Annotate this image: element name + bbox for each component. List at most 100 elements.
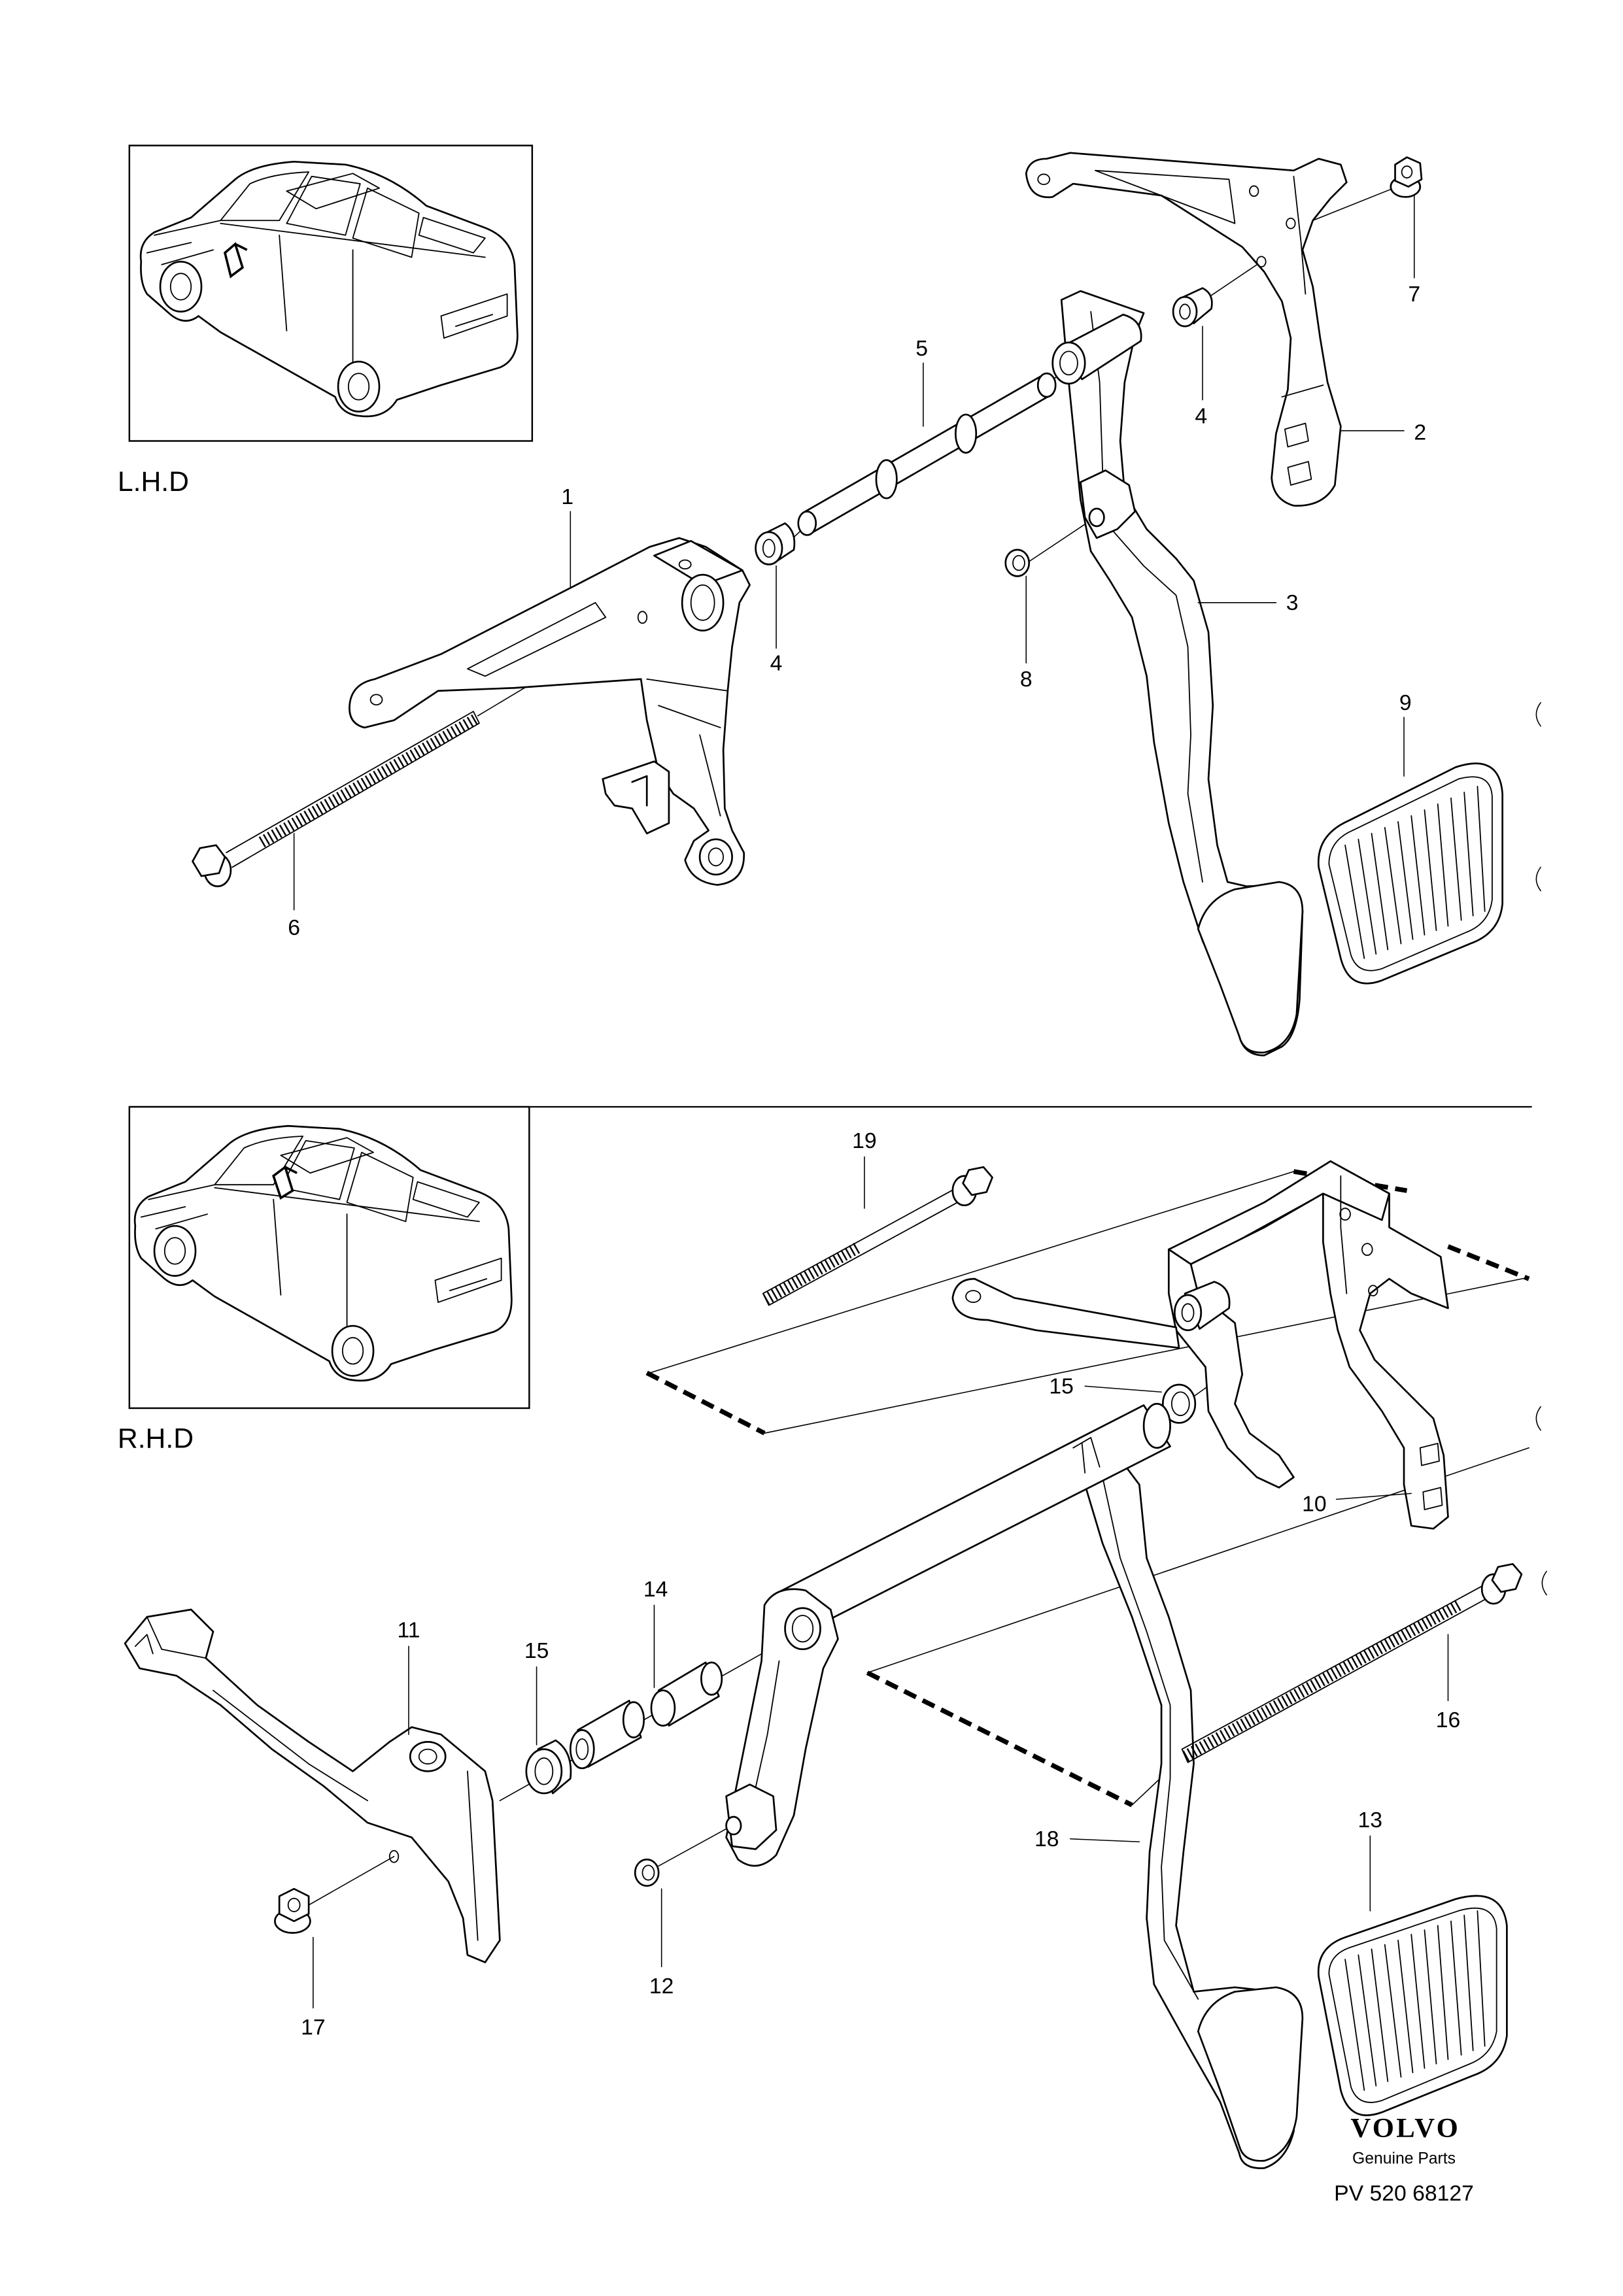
bracket-boss (409, 1741, 447, 1772)
bracket-hole (1368, 1285, 1378, 1296)
callout-4: 4 (1195, 404, 1207, 429)
bracket-pivot-end (1173, 1294, 1203, 1332)
callout-13: 13 (1358, 1808, 1383, 1832)
part-8-washer (1004, 549, 1031, 577)
bolt-shank (226, 711, 480, 868)
sleeve-bore (575, 1738, 589, 1761)
part-15-washer-lower (525, 1739, 572, 1795)
pad-ribs (1344, 1910, 1486, 2091)
bracket-lower-ring (698, 838, 733, 876)
shaft-collar (875, 459, 898, 499)
pedal-arm-flange (1102, 1476, 1199, 2000)
pad-outline (1317, 1895, 1508, 2116)
pad-outline (1317, 762, 1503, 985)
washer-inner (1170, 1391, 1190, 1417)
bracket-lower-bore (708, 847, 725, 867)
bushing-flange (755, 531, 783, 566)
nut-hole (1401, 165, 1413, 178)
callout-4: 4 (770, 650, 783, 675)
bracket-pivot-bore (1181, 1303, 1195, 1323)
part-1-bracket (349, 537, 751, 886)
bracket-edge (146, 1616, 479, 1941)
alignment-line (1312, 188, 1395, 222)
scan-mark (1535, 701, 1541, 727)
bushing-bore (762, 539, 776, 558)
sleeve-end (622, 1701, 645, 1738)
callout-1: 1 (561, 484, 573, 509)
part-12-nut (634, 1858, 660, 1887)
bracket-hole (637, 611, 648, 624)
leader-line (1335, 1493, 1412, 1500)
bracket-edge (1190, 1175, 1348, 1294)
scan-mark (1541, 1570, 1547, 1596)
bracket-bore (418, 1748, 437, 1764)
lever-boss (784, 1607, 821, 1651)
plane-dashed-edge (866, 1670, 1133, 1808)
callout-2: 2 (1414, 420, 1426, 445)
stud-pin (1088, 507, 1105, 528)
bracket-cutout (1095, 169, 1236, 224)
reference-planes (645, 1169, 1530, 1808)
leader-lines-lhd (293, 195, 1415, 911)
callout-6: 6 (288, 915, 300, 940)
nut-hex (278, 1887, 310, 1923)
callout-18: 18 (1034, 1827, 1059, 1851)
bracket-tube-bore (690, 584, 715, 621)
shaft-body (802, 375, 1054, 533)
lever-arm (725, 1588, 839, 1867)
bracket-hole (388, 1849, 400, 1863)
part-4-bushing-upper (1172, 287, 1213, 328)
pedal-arm-flange (1090, 311, 1203, 883)
plane-dashed-edge (645, 1370, 766, 1436)
shaft-end (1036, 372, 1057, 398)
callout-8: 8 (1020, 667, 1033, 692)
pivot-tube-end (1051, 341, 1086, 385)
shaft-end (797, 511, 817, 536)
shaft-collar (954, 413, 978, 454)
plane-line (649, 1171, 1295, 1374)
alignment-line (657, 1825, 733, 1868)
bracket-left-plate (1167, 1248, 1295, 1489)
stud-pin (725, 1815, 742, 1836)
bracket-right-plate (1322, 1160, 1449, 1530)
part-19-bolt (762, 1166, 993, 1306)
washer-outer (525, 1748, 563, 1795)
bolt-head (192, 844, 226, 877)
part-13-pedal-pad (1317, 1895, 1508, 2116)
bracket-tube-ring (681, 573, 725, 632)
bracket-hole (1249, 185, 1259, 197)
part-15-washer-upper (1161, 1383, 1197, 1424)
plane-dashed-edge (1447, 1244, 1530, 1281)
part-17-nut (274, 1887, 311, 1934)
part-2-bracket (1025, 152, 1348, 507)
sleeve-end (569, 1729, 595, 1770)
part-16-bolt (1181, 1562, 1523, 1763)
bracket-hole (1037, 173, 1051, 186)
lever-edge (752, 1660, 780, 1802)
bracket-slot (1419, 1443, 1443, 1511)
part-14-bushing (569, 1661, 723, 1770)
scan-edge-marks (1535, 701, 1547, 1596)
bracket-slot (1284, 422, 1312, 486)
washer-outer (1004, 549, 1031, 577)
bushing-bore (1179, 303, 1191, 320)
sleeve-end (700, 1661, 723, 1696)
lever-bore (791, 1615, 814, 1643)
nut-hex (1394, 156, 1423, 188)
washer-outer (1161, 1383, 1197, 1424)
tube-clip (1072, 1437, 1101, 1474)
scan-mark (1535, 866, 1541, 892)
callout-10: 10 (1302, 1491, 1327, 1516)
alignment-line (308, 1855, 395, 1906)
lhd-label: L.H.D (118, 466, 189, 498)
plane-line (764, 1277, 1529, 1434)
callout-11: 11 (397, 1618, 420, 1643)
bracket-clip (602, 760, 670, 835)
part-10-bracket (951, 1160, 1449, 1530)
cross-tube-end (1142, 1402, 1171, 1449)
bracket-hole (678, 559, 692, 570)
bracket-hole (1286, 217, 1296, 229)
bracket-slot (467, 601, 607, 677)
bracket-hole (1339, 1207, 1351, 1221)
